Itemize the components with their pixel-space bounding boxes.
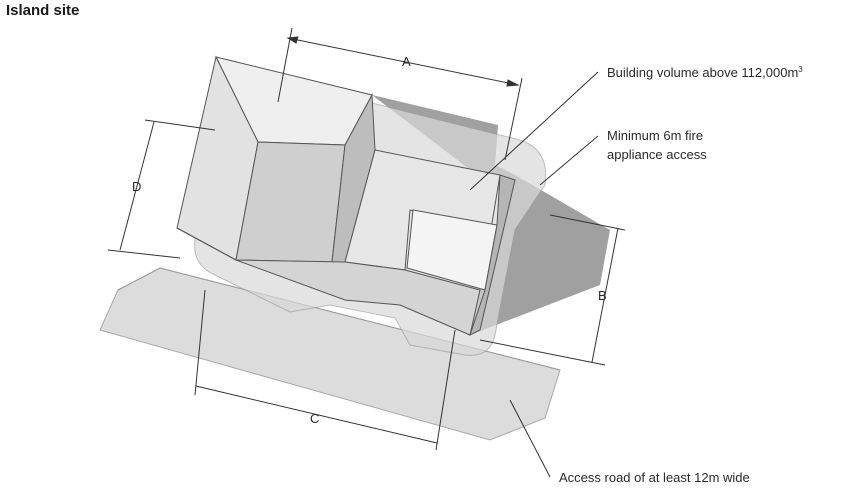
dimension-b-label: B <box>598 288 607 303</box>
wing-front-face <box>176 227 481 336</box>
fire-access-callout-line1: Minimum 6m fire <box>607 128 703 143</box>
access-road-callout: Access road of at least 12m wide <box>559 470 750 485</box>
building-shadow <box>372 95 610 335</box>
dimension-a <box>277 27 523 161</box>
wing-right-face <box>469 174 516 336</box>
dimension-c-label: C <box>310 411 319 426</box>
diagram-title: Island site <box>6 2 80 19</box>
dimension-d-label: D <box>132 179 141 194</box>
building-volume-callout: Building volume above 112,000m3 <box>607 65 803 80</box>
callout-leaders <box>469 71 599 478</box>
dimension-d <box>107 119 216 259</box>
dimension-b <box>479 214 626 366</box>
fire-access-callout-line2: appliance access <box>607 147 707 162</box>
dimension-a-label: A <box>402 54 411 69</box>
dimension-c <box>194 289 456 451</box>
